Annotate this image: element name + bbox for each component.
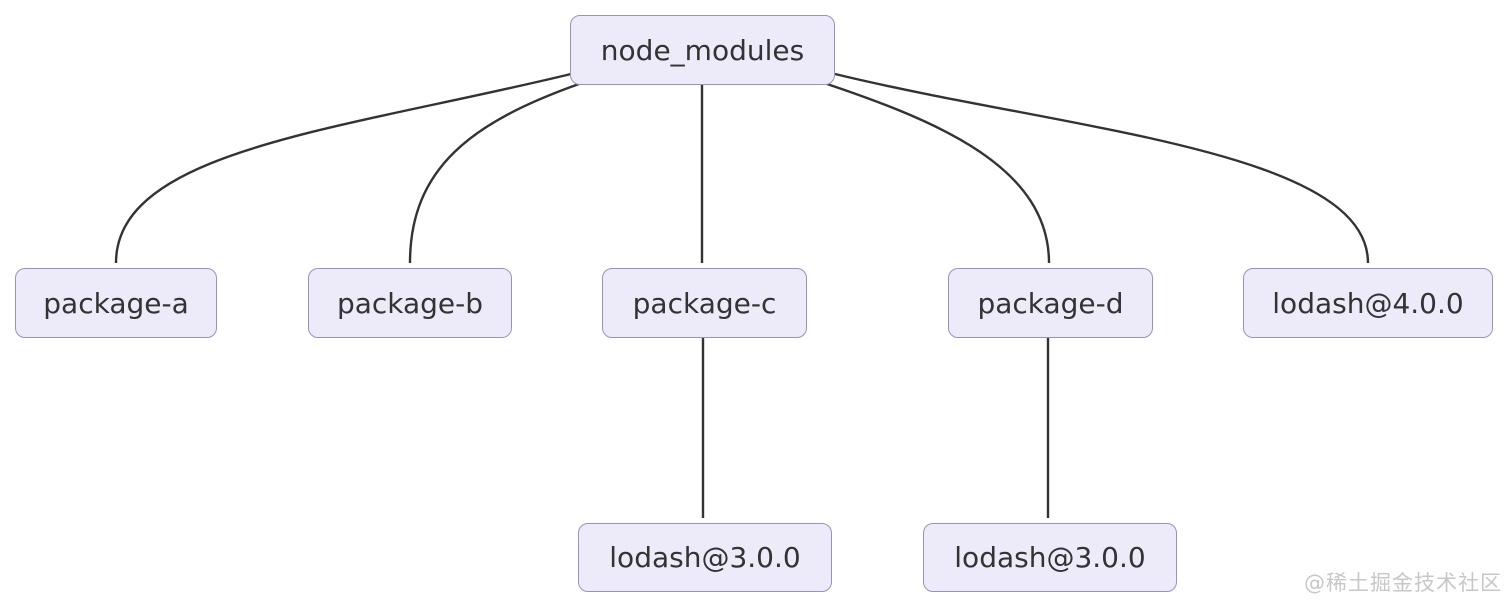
node-lodash-3-0-0-d-label: lodash@3.0.0	[954, 541, 1146, 574]
node-lodash-3-0-0-under-package-d: lodash@3.0.0	[923, 523, 1177, 592]
node-package-b-label: package-b	[336, 286, 484, 320]
edge-node-modules-to-package-d	[826, 82, 1051, 264]
node-lodash-3-0-0-under-package-c: lodash@3.0.0	[578, 523, 832, 592]
node-node-modules-label: node_modules	[600, 33, 805, 67]
node-package-d: package-d	[948, 268, 1153, 338]
edge-node-modules-to-package-a	[114, 72, 572, 264]
node-lodash-4-0-0: lodash@4.0.0	[1243, 268, 1493, 338]
node-package-b: package-b	[308, 268, 512, 338]
node-lodash-4-0-0-label: lodash@4.0.0	[1272, 286, 1464, 320]
node-package-c: package-c	[602, 268, 807, 338]
node-node-modules: node_modules	[570, 15, 835, 85]
node-package-a-label: package-a	[43, 286, 189, 320]
node-package-d-label: package-d	[977, 286, 1124, 320]
node-package-c-label: package-c	[632, 286, 777, 320]
edge-node-modules-to-package-b	[408, 82, 580, 264]
node-package-a: package-a	[15, 268, 217, 338]
watermark: @稀土掘金技术社区	[1304, 571, 1502, 595]
edge-node-modules-to-lodash4	[834, 72, 1370, 264]
node-lodash-3-0-0-c-label: lodash@3.0.0	[609, 541, 801, 574]
